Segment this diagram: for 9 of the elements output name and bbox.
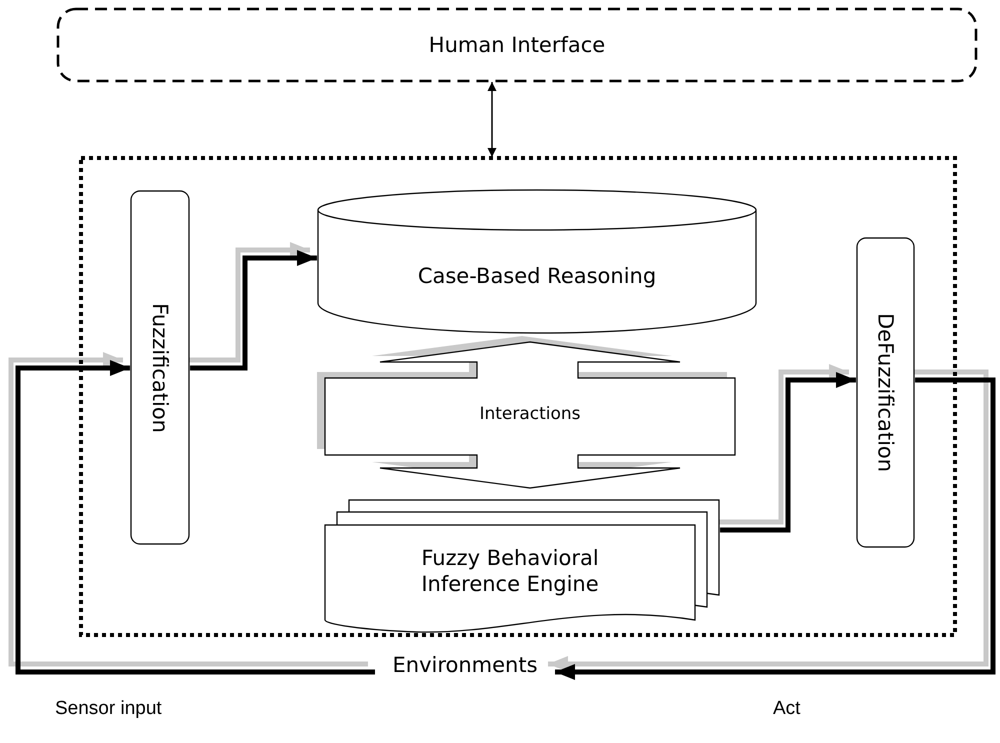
node-label: Fuzzy Behavioral Inference Engine <box>420 544 600 598</box>
vertical-label: DeFuzzification <box>872 312 899 472</box>
vertical-label: Fuzzification <box>147 302 174 432</box>
node-label: Environments <box>392 652 538 678</box>
node-label: Case-Based Reasoning <box>418 263 656 290</box>
caption-text: Act <box>773 698 800 720</box>
node-label: Interactions <box>479 404 581 426</box>
node-label: Human Interface <box>428 32 606 58</box>
caption-text: Sensor input <box>55 698 162 720</box>
